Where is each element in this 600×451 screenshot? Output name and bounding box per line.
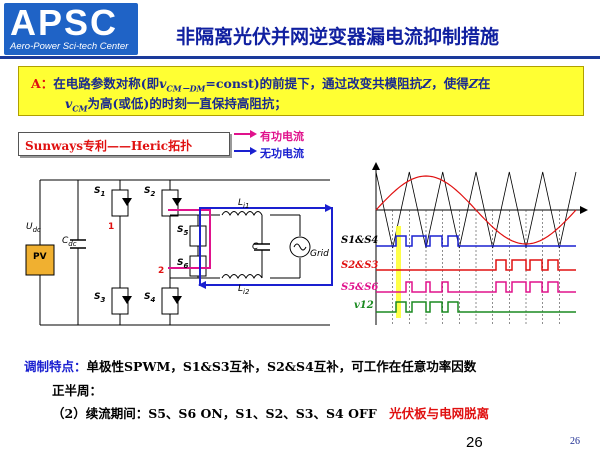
reactive-arrow-head-icon (250, 147, 257, 155)
condition-text-c: ，使得 (431, 76, 469, 91)
apsc-logo: APSC Aero-Power Sci-tech Center (4, 3, 138, 55)
inductor-l1-icon (221, 211, 263, 217)
condition-text-b: =const)的前提下，通过改变共模阻抗 (205, 76, 423, 91)
reactive-path-arrow2-icon (198, 281, 206, 289)
var-v: v (159, 76, 167, 91)
logo-text: APSC (10, 2, 119, 43)
wave-s1s4 (376, 235, 576, 247)
patent-label-box: Sunways专利——Heric拓扑 (18, 132, 230, 156)
label-l1: Li1 (238, 198, 250, 210)
half-cycle-label: 正半周： (52, 383, 103, 398)
current-legend (234, 130, 257, 155)
pv-panel (25, 244, 55, 276)
label-s5: S5 (177, 225, 189, 237)
diode-s4-icon (172, 296, 182, 304)
label-s2: S2 (144, 186, 156, 198)
label-s6: S6 (177, 258, 189, 270)
modulation-label: 调制特点： (24, 359, 87, 374)
label-node2: 2 (158, 266, 165, 276)
legend-active: 有功电流 (260, 130, 304, 143)
title-rule (0, 56, 600, 59)
label-s4: S4 (144, 292, 156, 304)
highlight-bar (396, 226, 401, 318)
condition-text-a: 在电路参数对称(即 (53, 76, 160, 91)
condition-box: A：在电路参数对称(即vCM－DM=const)的前提下，通过改变共模阻抗Z，使… (18, 66, 584, 116)
page-number-small: 26 (570, 436, 580, 447)
label-s3: S3 (94, 292, 106, 304)
label-c: C (252, 242, 259, 252)
carrier-grid (372, 162, 588, 325)
condition-text-2: 为高(或低)的时刻一直保持高阻抗； (87, 96, 287, 111)
condition-prefix: A： (31, 76, 54, 91)
x-axis-arrow-icon (580, 206, 588, 214)
page-number: 26 (466, 434, 483, 451)
freewheel-text: （2）续流期间：S5、S6 ON，S1、S2、S3、S4 OFF (52, 406, 377, 421)
wave-label-v12: v12 (354, 300, 374, 311)
wave-label-s5s6: S5&S6 (341, 282, 379, 293)
decouple-text: 光伏板与电网脱离 (389, 406, 490, 421)
y-axis-arrow-icon (372, 162, 380, 170)
wave-label-s1s4: S1&S4 (341, 235, 379, 246)
switch-s6-icon (189, 255, 207, 277)
modulation-line: 调制特点：单极性SPWM，S1&S3互补，S2&S4互补，可工作在任意功率因数 (24, 356, 476, 375)
reactive-current-path (199, 207, 333, 286)
page-title: 非隔离光伏并网逆变器漏电流抑制措施 (176, 26, 500, 48)
label-udc: Udc (26, 222, 41, 234)
var-v2: v (65, 96, 73, 111)
var-z: Z (422, 76, 432, 91)
diode-s2-icon (172, 198, 182, 206)
label-node1: 1 (108, 222, 115, 232)
patent-label: Sunways专利——Heric拓扑 (25, 139, 193, 153)
grid-sine-icon (293, 243, 307, 251)
wave-s2s3 (376, 259, 576, 271)
triangle-carrier (375, 171, 577, 249)
label-grid: Grid (310, 249, 329, 259)
logo-subtitle: Aero-Power Sci-tech Center (10, 41, 129, 52)
wave-s5s6 (376, 281, 576, 293)
switching-waveforms (372, 162, 588, 325)
var-z2: Z (468, 76, 478, 91)
reactive-path-arrow-icon (325, 204, 333, 212)
wave-label-s2s3: S2&S3 (341, 260, 379, 271)
sine-reference (375, 175, 577, 245)
label-s1: S1 (94, 186, 106, 198)
condition-line-1: A：在电路参数对称(即vCM－DM=const)的前提下，通过改变共模阻抗Z，使… (31, 73, 490, 95)
label-l2: Li2 (238, 284, 250, 296)
diode-s1-icon (122, 198, 132, 206)
label-pv: PV (33, 252, 47, 262)
switch-s5-icon (189, 225, 207, 247)
active-arrow-head-icon (250, 130, 257, 138)
legend-reactive: 无功电流 (260, 147, 304, 160)
freewheel-line: （2）续流期间：S5、S6 ON，S1、S2、S3、S4 OFF 光伏板与电网脱… (52, 403, 489, 422)
diode-s3-icon (122, 296, 132, 304)
label-cdc: Cdc (62, 236, 77, 248)
var-sub-cmdm: CM－DM (166, 83, 206, 94)
inductor-l2-icon (221, 274, 263, 280)
condition-line-2: vCM为高(或低)的时刻一直保持高阻抗； (65, 93, 287, 114)
var-sub-cm: CM (72, 103, 88, 114)
active-current-path (168, 209, 211, 269)
heric-circuit (25, 179, 333, 326)
condition-text-d: 在 (477, 76, 491, 91)
wave-v12 (376, 301, 576, 313)
modulation-text: 单极性SPWM，S1&S3互补，S2&S4互补，可工作在任意功率因数 (86, 359, 477, 374)
